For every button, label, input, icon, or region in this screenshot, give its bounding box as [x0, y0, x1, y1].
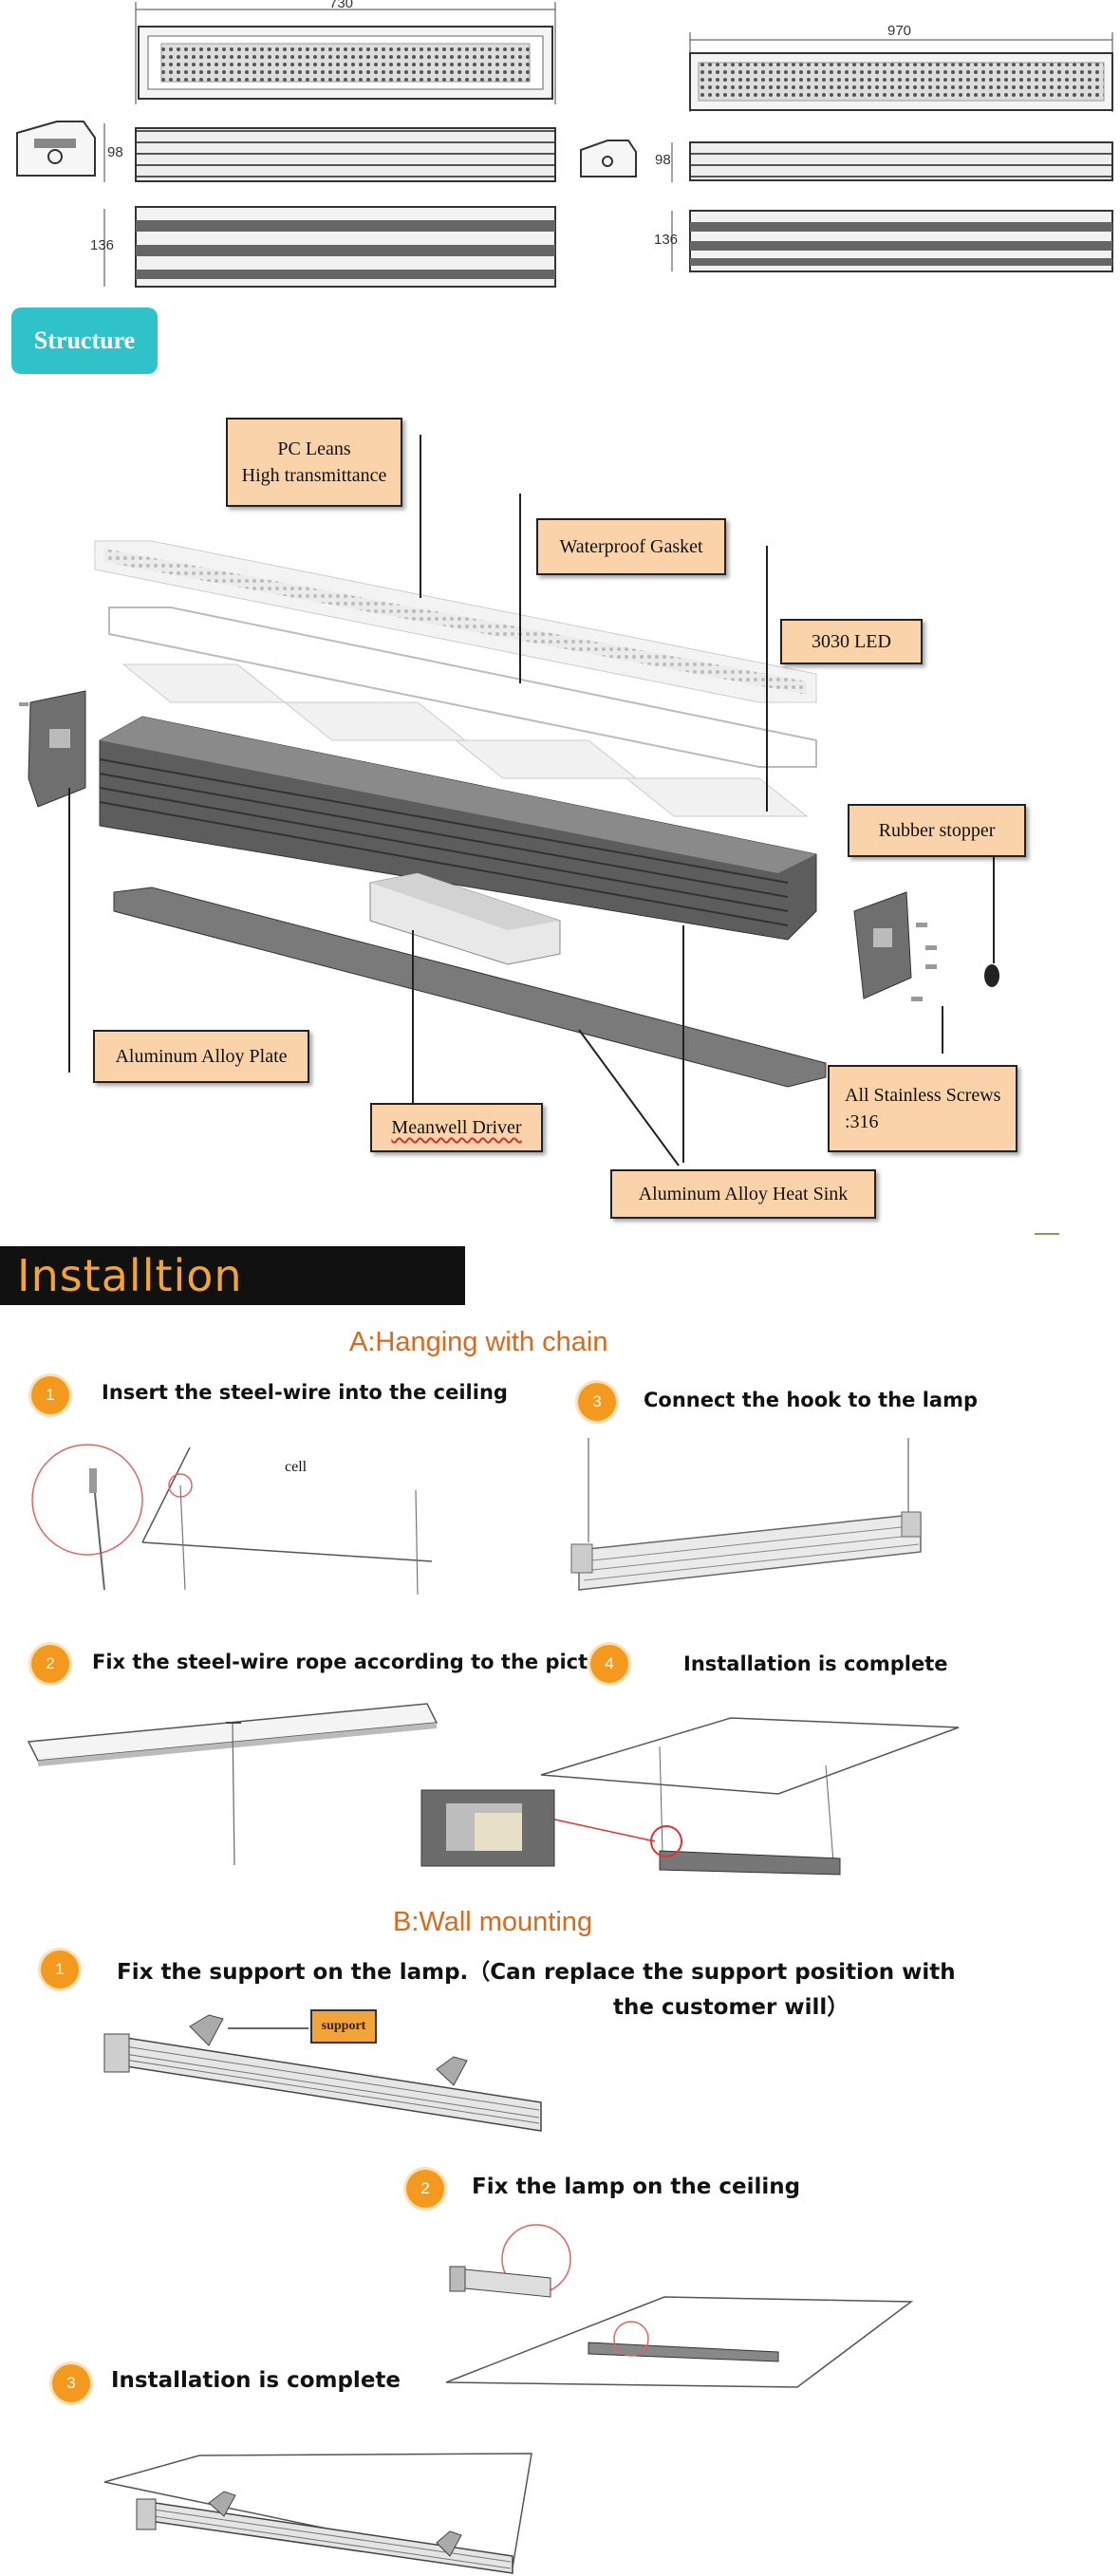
wall-step-1-badge: 1	[41, 1951, 79, 1988]
hanging-step-4-badge: 4	[590, 1645, 628, 1683]
callout-pc-lens-line2: High transmittance	[241, 465, 387, 486]
callout-screws-line2: :316	[845, 1111, 879, 1132]
wall-step-2-text: Fix the lamp on the ceiling	[472, 2175, 801, 2199]
hanging-title: A:Hanging with chain	[349, 1327, 608, 1357]
side-view-98	[16, 121, 556, 182]
wall-step-1-text2: the customer will）	[613, 1995, 849, 2020]
left-plate-part	[28, 690, 86, 808]
exploded-diagram-svg	[19, 435, 1059, 1235]
hanging-step-1-badge: 1	[31, 1376, 69, 1414]
dim-label-970: 970	[887, 23, 912, 39]
hanging-step-3-badge: 3	[578, 1383, 616, 1421]
top-view-970	[689, 32, 1113, 112]
dimension-drawings-svg	[16, 2, 1113, 288]
callout-pc-lens-line1: PC Leans	[277, 439, 351, 459]
wall-step-2-illustration	[437, 2221, 930, 2392]
structure-badge: Structure	[11, 308, 158, 374]
callout-stainless-screws: All Stainless Screws :316	[828, 1065, 1017, 1152]
hanging-step-2-illustration	[27, 1694, 446, 1870]
rubber-stopper-part	[984, 964, 999, 987]
dim-label-98-right: 98	[655, 152, 671, 168]
wall-step-1-illustration	[76, 1998, 569, 2140]
hanging-step-4-svg	[420, 1717, 960, 1876]
wall-step-3-badge: 3	[52, 2364, 90, 2402]
wall-step-1-svg	[103, 2014, 542, 2132]
front-view-136	[103, 206, 556, 288]
wall-step-2-svg	[445, 2224, 914, 2388]
hanging-step-1-svg	[31, 1444, 433, 1596]
callout-led: 3030 LED	[780, 619, 923, 664]
hanging-step-2-svg	[27, 1703, 439, 1866]
hanging-step-3-illustration	[560, 1428, 940, 1604]
hanging-step-4-illustration	[418, 1699, 960, 1898]
hanging-step-2-text: Fix the steel-wire rope according to the…	[92, 1651, 625, 1673]
ceiling-label: cell	[285, 1459, 308, 1475]
wall-step-2-badge: 2	[406, 2170, 444, 2208]
hanging-step-4-text: Installation is complete	[683, 1652, 948, 1675]
hanging-step-1-text: Insert the steel-wire into the ceiling	[102, 1381, 508, 1404]
callout-pc-lens: PC Leans High transmittance	[226, 418, 402, 507]
dim-label-98: 98	[107, 144, 123, 160]
wall-step-1-text: Fix the support on the lamp.（Can replace…	[117, 1960, 956, 1985]
top-view-730	[135, 2, 556, 104]
wall-step-3-illustration	[95, 2444, 541, 2576]
callout-gasket: Waterproof Gasket	[536, 518, 726, 575]
dim-label-136: 136	[90, 237, 115, 253]
dim-label-136-right: 136	[654, 232, 679, 248]
exploded-diagram: PC Leans High transmittance Waterproof G…	[0, 380, 1120, 1235]
wall-step-3-text: Installation is complete	[111, 2368, 401, 2393]
hanging-step-3-svg	[570, 1438, 922, 1591]
callout-meanwell-driver: Meanwell Driver	[370, 1103, 543, 1152]
callout-heat-sink: Aluminum Alloy Heat Sink	[610, 1169, 876, 1219]
support-label-text: support	[321, 2019, 366, 2033]
callout-rubber-stopper: Rubber stopper	[848, 804, 1026, 857]
side-view-98-right	[580, 140, 1113, 182]
installation-banner-title: Installtion	[17, 1250, 243, 1301]
installation-banner: Installtion	[0, 1246, 465, 1305]
hanging-step-1-illustration: cell	[28, 1428, 446, 1609]
gasket-part	[108, 607, 817, 768]
wall-step-3-svg	[103, 2453, 532, 2574]
wall-title: B:Wall mounting	[393, 1907, 593, 1937]
hanging-step-3-text: Connect the hook to the lamp	[644, 1389, 979, 1411]
structure-badge-label: Structure	[33, 327, 136, 354]
hanging-step-2-badge: 2	[31, 1645, 69, 1683]
cover-plate-part	[113, 887, 827, 1088]
callout-screws-line1: All Stainless Screws	[845, 1085, 1001, 1106]
callout-aluminum-plate: Aluminum Alloy Plate	[93, 1030, 309, 1083]
dim-label-730: 730	[329, 0, 354, 11]
led-boards-part	[121, 663, 809, 817]
dimension-drawings: 730 98 136 970 98 136	[0, 0, 1120, 304]
support-label: support	[310, 2009, 377, 2044]
front-view-136-right	[671, 210, 1113, 272]
